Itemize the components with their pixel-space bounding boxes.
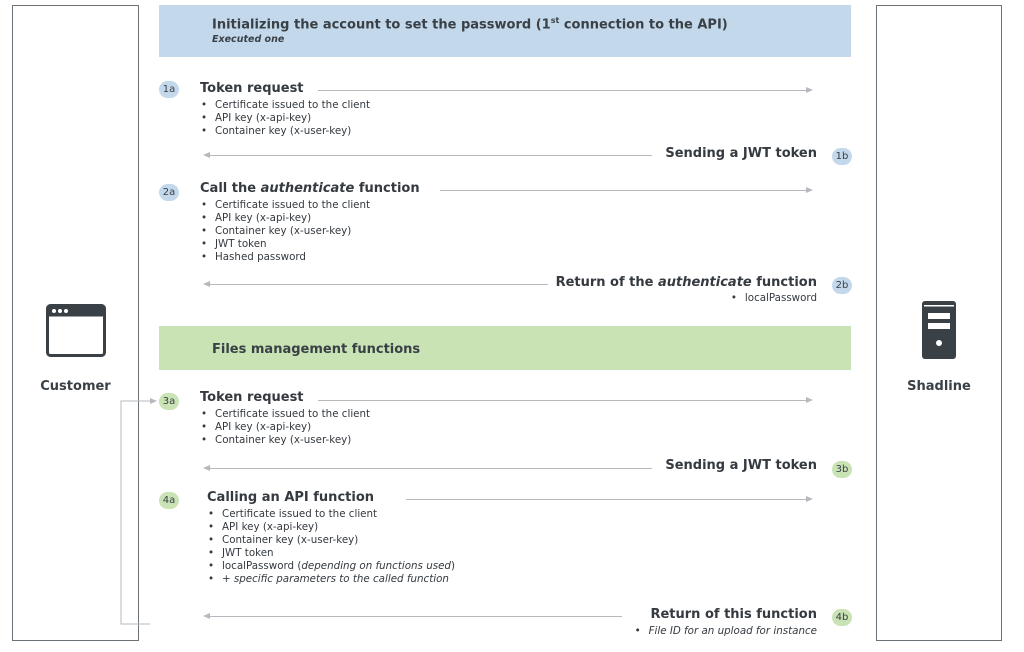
- list-item: Certificate issued to the client: [200, 199, 370, 212]
- shadline-label: Shadline: [907, 379, 971, 394]
- step-2a-title: Call the authenticate function: [200, 181, 420, 196]
- step-4b-title: Return of this function: [650, 607, 817, 622]
- arrow-1a-head: [806, 87, 813, 93]
- step-2b-title: Return of the authenticate function: [555, 275, 817, 290]
- step-4b-list: File ID for an upload for instance: [634, 625, 817, 638]
- list-item: Certificate issued to the client: [200, 408, 370, 421]
- list-item: localPassword: [730, 292, 817, 305]
- list-item: API key (x-api-key): [200, 112, 370, 125]
- arrow-3a: [318, 400, 806, 401]
- list-item: Container key (x-user-key): [200, 225, 370, 238]
- badge-4a: 4a: [159, 492, 179, 509]
- list-item: Container key (x-user-key): [200, 125, 370, 138]
- arrow-4a: [406, 499, 806, 500]
- list-item: JWT token: [200, 238, 370, 251]
- list-item: API key (x-api-key): [200, 421, 370, 434]
- arrow-2a-head: [806, 187, 813, 193]
- list-item: Certificate issued to the client: [200, 99, 370, 112]
- customer-lane: Customer: [12, 5, 139, 641]
- step-1a-title: Token request: [200, 81, 304, 96]
- badge-2a: 2a: [159, 184, 179, 201]
- arrow-1b: [210, 155, 652, 156]
- step-1a-list: Certificate issued to the client API key…: [200, 99, 370, 138]
- section-init-subtitle: Executed one: [212, 34, 285, 45]
- list-item: File ID for an upload for instance: [634, 625, 817, 638]
- badge-2b: 2b: [832, 277, 852, 294]
- server-icon: [922, 301, 956, 359]
- shadline-lane: Shadline: [876, 5, 1002, 641]
- customer-label: Customer: [40, 379, 111, 394]
- step-3a-list: Certificate issued to the client API key…: [200, 408, 370, 447]
- list-item: localPassword (depending on functions us…: [207, 560, 455, 573]
- list-item: Hashed password: [200, 251, 370, 264]
- step-2b-list: localPassword: [730, 292, 817, 305]
- arrow-4b: [210, 616, 622, 617]
- arrow-1a: [318, 90, 806, 91]
- badge-3a: 3a: [159, 393, 179, 410]
- step-4a-list: Certificate issued to the client API key…: [207, 508, 455, 586]
- list-item: Certificate issued to the client: [207, 508, 455, 521]
- badge-1b: 1b: [832, 148, 852, 165]
- arrow-2b: [210, 284, 548, 285]
- arrow-4b-head: [203, 613, 210, 619]
- arrow-3b-head: [203, 465, 210, 471]
- step-3b-title: Sending a JWT token: [665, 458, 817, 473]
- step-2a-list: Certificate issued to the client API key…: [200, 199, 370, 264]
- list-item: API key (x-api-key): [207, 521, 455, 534]
- step-1b-title: Sending a JWT token: [665, 146, 817, 161]
- section-init-bar: Initializing the account to set the pass…: [159, 5, 851, 57]
- browser-window-icon: [46, 304, 106, 357]
- badge-4b: 4b: [832, 609, 852, 626]
- section-files-bar: Files management functions: [159, 326, 851, 370]
- list-item: API key (x-api-key): [200, 212, 370, 225]
- list-item: Container key (x-user-key): [207, 534, 455, 547]
- list-item: Container key (x-user-key): [200, 434, 370, 447]
- step-3a-title: Token request: [200, 390, 304, 405]
- arrow-4a-head: [806, 496, 813, 502]
- arrow-3a-head: [806, 397, 813, 403]
- arrow-1b-head: [203, 152, 210, 158]
- list-item: JWT token: [207, 547, 455, 560]
- step-4a-title: Calling an API function: [207, 490, 375, 505]
- section-files-title: Files management functions: [212, 342, 421, 357]
- section-init-title: Initializing the account to set the pass…: [212, 16, 728, 33]
- arrow-2a: [440, 190, 806, 191]
- badge-3b: 3b: [832, 461, 852, 478]
- list-item: + specific parameters to the called func…: [207, 573, 455, 586]
- arrow-3b: [210, 468, 652, 469]
- arrow-2b-head: [203, 281, 210, 287]
- badge-1a: 1a: [159, 81, 179, 98]
